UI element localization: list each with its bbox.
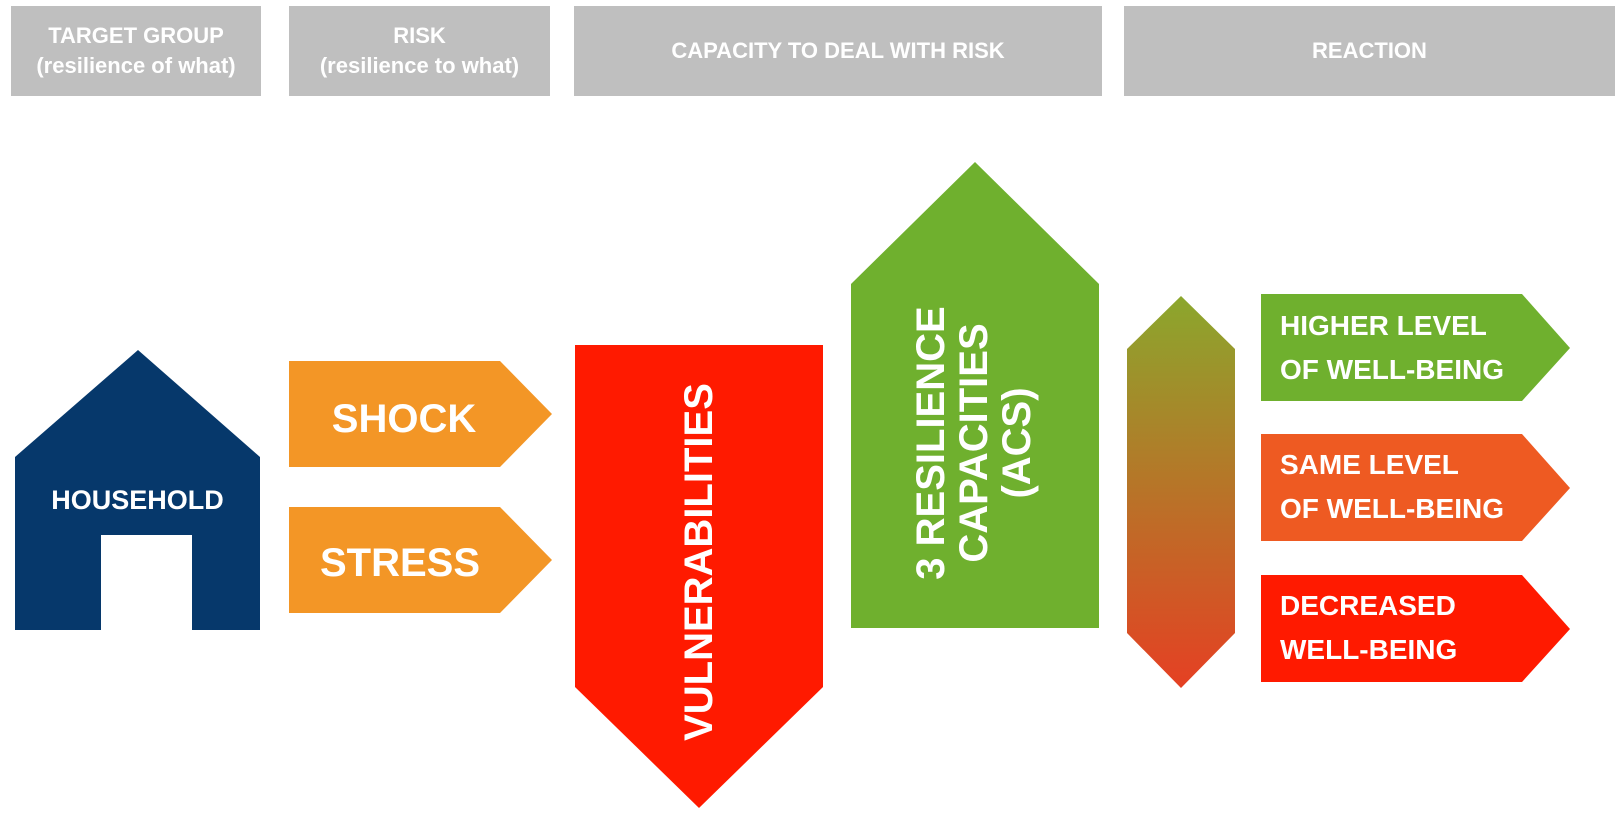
outcome-same-line1: SAME LEVEL: [1280, 449, 1459, 480]
capacities-arrow-shape: [851, 162, 1099, 628]
capacities-label-line3: (ACS): [995, 387, 1039, 499]
shock-arrow-shape: [289, 361, 552, 467]
household-house-shape: [15, 350, 260, 630]
outcome-decreased-arrow-shape: [1261, 575, 1570, 682]
outcome-decreased-line2: WELL-BEING: [1280, 634, 1458, 665]
header-target-group-subtitle: (resilience of what): [36, 53, 236, 78]
vulnerabilities-arrow-shape: [575, 345, 823, 808]
header-capacity-title: CAPACITY TO DEAL WITH RISK: [671, 38, 1005, 63]
header-risk-title: RISK: [393, 23, 446, 48]
outcome-same-arrow-shape: [1261, 434, 1570, 541]
outcome-higher-arrow-shape: [1261, 294, 1570, 401]
header-risk: RISK (resilience to what): [289, 6, 550, 96]
outcome-decreased-line1: DECREASED: [1280, 590, 1456, 621]
header-target-group: TARGET GROUP (resilience of what): [11, 6, 261, 96]
vulnerabilities-label: VULNERABILITIES: [677, 383, 721, 741]
reaction-gradient-arrow-shape: [1127, 296, 1235, 688]
header-reaction: REACTION: [1124, 6, 1615, 96]
stress-label: STRESS: [319, 540, 481, 585]
header-capacity: CAPACITY TO DEAL WITH RISK: [574, 6, 1102, 96]
outcome-decreased-label: DECREASED WELL-BEING: [1280, 584, 1540, 672]
household-label: HOUSEHOLD: [51, 484, 224, 515]
outcome-higher-label: HIGHER LEVEL OF WELL-BEING: [1280, 304, 1540, 392]
header-reaction-title: REACTION: [1312, 38, 1427, 63]
outcome-same-label: SAME LEVEL OF WELL-BEING: [1280, 443, 1540, 531]
outcome-higher-line1: HIGHER LEVEL: [1280, 310, 1487, 341]
capacities-label: 3 RESILIENCE CAPACITIES (ACS): [909, 303, 1040, 583]
outcome-same-line2: OF WELL-BEING: [1280, 493, 1504, 524]
capacities-label-line2: CAPACITIES: [952, 323, 996, 563]
header-target-group-title: TARGET GROUP: [48, 23, 224, 48]
stress-arrow-shape: [289, 507, 552, 613]
header-risk-subtitle: (resilience to what): [319, 53, 520, 78]
shock-label: SHOCK: [331, 396, 477, 441]
outcome-higher-line2: OF WELL-BEING: [1280, 354, 1504, 385]
capacities-label-line1: 3 RESILIENCE: [909, 306, 953, 580]
